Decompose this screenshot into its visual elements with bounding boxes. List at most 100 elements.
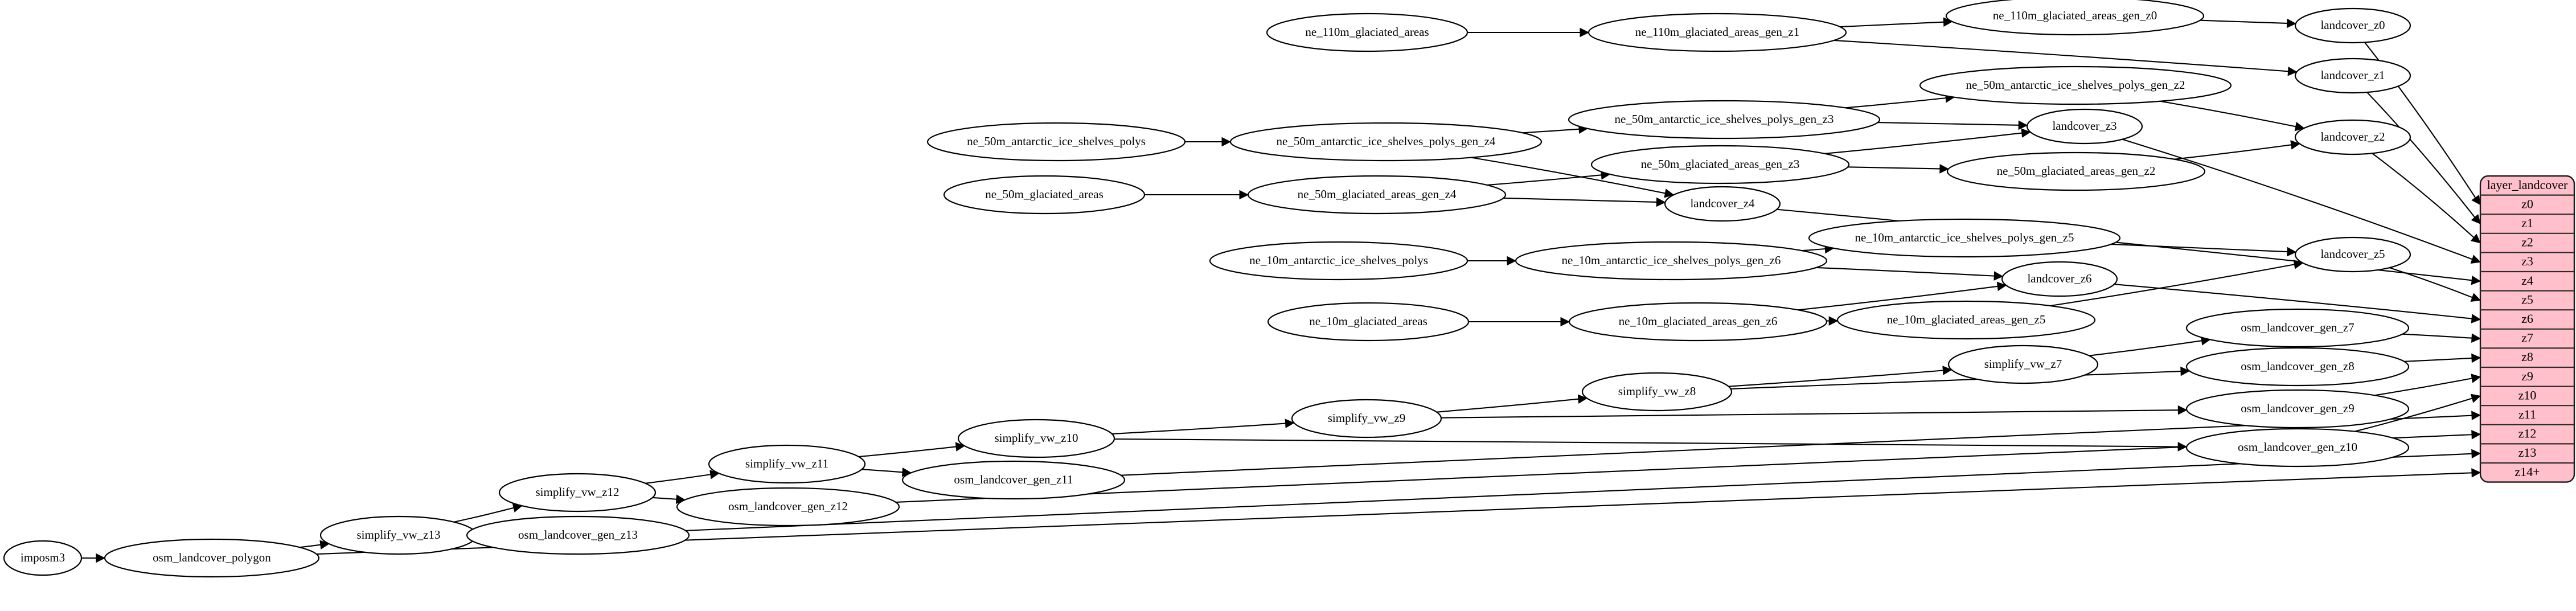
- graph-node-ne_10m_antarctic_ice_shelves_polys_gen_z6[interactable]: ne_10m_antarctic_ice_shelves_polys_gen_z…: [1515, 241, 1828, 281]
- graph-edge: [2050, 264, 2295, 307]
- graph-edge-arrowhead: [2180, 366, 2191, 376]
- graph-node-ne_50m_glaciated_areas[interactable]: ne_50m_glaciated_areas: [943, 175, 1146, 215]
- record-node-layer: layer_landcoverz0z1z2z3z4z5z6z7z8z9z10z1…: [2479, 175, 2575, 483]
- graph-node-simplify_vw_z7[interactable]: simplify_vw_z7: [1947, 345, 2099, 384]
- graph-edge: [2402, 333, 2472, 339]
- graph-edge: [862, 469, 903, 473]
- record-node-layer-landcover[interactable]: layer_landcoverz0z1z2z3z4z5z6z7z8z9z10z1…: [2479, 175, 2575, 483]
- graph-node-landcover_z5[interactable]: landcover_z5: [2294, 236, 2411, 273]
- graph-node-osm_landcover_gen_z13[interactable]: osm_landcover_gen_z13: [466, 515, 690, 555]
- graph-edge-arrowhead: [1996, 281, 2007, 292]
- graph-edge: [1114, 438, 2179, 448]
- graph-node-ne_50m_glaciated_areas_gen_z4[interactable]: ne_50m_glaciated_areas_gen_z4: [1247, 175, 1507, 215]
- graph-edge: [1816, 266, 1995, 277]
- graph-node-osm_landcover_gen_z9[interactable]: osm_landcover_gen_z9: [2185, 389, 2410, 429]
- graph-edge: [652, 497, 677, 500]
- graph-edge: [1877, 122, 2019, 126]
- graph-node-simplify_vw_z12[interactable]: simplify_vw_z12: [498, 473, 657, 512]
- graph-edge-arrowhead: [2290, 140, 2300, 150]
- graph-edge: [2372, 153, 2475, 238]
- graph-node-simplify_vw_z11[interactable]: simplify_vw_z11: [708, 444, 866, 484]
- graph-edge: [2389, 267, 2473, 298]
- graph-edge: [2114, 284, 2472, 319]
- graph-edge: [2374, 378, 2472, 396]
- graph-edge: [1111, 423, 1286, 435]
- graph-edge-arrowhead: [96, 553, 106, 563]
- graph-edge: [2122, 138, 2473, 260]
- graph-edge: [1436, 398, 1579, 413]
- graph-edge: [1441, 409, 2179, 419]
- graph-edge-arrowhead: [2471, 374, 2481, 383]
- graph-edge: [2174, 144, 2291, 160]
- graph-node-landcover_z3[interactable]: landcover_z3: [2026, 108, 2143, 145]
- graph-edge: [300, 544, 321, 548]
- graph-edge-arrowhead: [2471, 411, 2481, 420]
- graph-edge-arrowhead: [1507, 256, 1517, 266]
- graph-node-osm_landcover_polygon[interactable]: osm_landcover_polygon: [104, 538, 320, 578]
- graph-edge-arrowhead: [2471, 314, 2481, 323]
- graph-edge: [1798, 285, 1998, 311]
- graph-edge-arrowhead: [2287, 247, 2297, 257]
- graph-edge-arrowhead: [1828, 316, 1839, 326]
- graph-node-landcover_z0[interactable]: landcover_z0: [2294, 7, 2411, 44]
- graph-edge-arrowhead: [2471, 333, 2481, 343]
- graph-node-ne_110m_glaciated_areas_gen_z0[interactable]: ne_110m_glaciated_areas_gen_z0: [1945, 0, 2205, 36]
- graph-edge: [454, 507, 514, 523]
- graph-edge: [645, 474, 711, 484]
- graph-edge-arrowhead: [1993, 271, 2004, 281]
- graph-node-ne_50m_antarctic_ice_shelves_polys_gen_z4[interactable]: ne_50m_antarctic_ice_shelves_polys_gen_z…: [1229, 122, 1543, 162]
- graph-edge-arrowhead: [2471, 214, 2481, 224]
- graph-node-ne_50m_antarctic_ice_shelves_polys_gen_z3[interactable]: ne_50m_antarctic_ice_shelves_polys_gen_z…: [1568, 100, 1881, 140]
- graph-node-ne_10m_glaciated_areas[interactable]: ne_10m_glaciated_areas: [1267, 302, 1470, 342]
- graph-node-ne_50m_glaciated_areas_gen_z3[interactable]: ne_50m_glaciated_areas_gen_z3: [1590, 145, 1850, 184]
- graph-node-osm_landcover_gen_z8[interactable]: osm_landcover_gen_z8: [2185, 347, 2410, 387]
- graph-edge-arrowhead: [2471, 275, 2481, 285]
- graph-edge-arrowhead: [2471, 449, 2481, 459]
- graph-edge-arrowhead: [2021, 128, 2031, 138]
- graph-node-osm_landcover_gen_z10[interactable]: osm_landcover_gen_z10: [2185, 428, 2410, 468]
- graph-node-landcover_z4[interactable]: landcover_z4: [1664, 186, 1781, 222]
- graph-edge: [1503, 197, 1657, 203]
- graph-edge-arrowhead: [2471, 468, 2481, 478]
- graph-edge-arrowhead: [1580, 27, 1590, 38]
- graph-edge: [2089, 340, 2202, 356]
- graph-edge: [1845, 97, 1946, 109]
- graph-node-ne_50m_antarctic_ice_shelves_polys_gen_z2[interactable]: ne_50m_antarctic_ice_shelves_polys_gen_z…: [1919, 65, 2232, 105]
- graph-edge-arrowhead: [1285, 419, 1295, 428]
- graph-node-ne_50m_antarctic_ice_shelves_polys[interactable]: ne_50m_antarctic_ice_shelves_polys: [926, 122, 1186, 162]
- graph-node-landcover_z1[interactable]: landcover_z1: [2294, 58, 2411, 94]
- graph-edge-arrowhead: [1239, 190, 1249, 200]
- graph-edge: [1840, 21, 1944, 28]
- graph-node-osm_landcover_gen_z11[interactable]: osm_landcover_gen_z11: [901, 460, 1126, 500]
- graph-node-osm_landcover_gen_z12[interactable]: osm_landcover_gen_z12: [676, 487, 900, 527]
- graph-edge-arrowhead: [2470, 255, 2481, 264]
- graph-edge-arrowhead: [1942, 366, 1952, 375]
- graph-node-simplify_vw_z8[interactable]: simplify_vw_z8: [1581, 372, 1733, 412]
- graph-edge-arrowhead: [1577, 394, 1588, 404]
- graph-node-ne_10m_glaciated_areas_gen_z6[interactable]: ne_10m_glaciated_areas_gen_z6: [1568, 302, 1828, 342]
- graph-node-simplify_vw_z10[interactable]: simplify_vw_z10: [957, 419, 1115, 458]
- graph-edge: [2200, 19, 2287, 24]
- graph-edge-arrowhead: [2471, 353, 2481, 363]
- graph-edge-arrowhead: [2018, 120, 2028, 130]
- graph-node-osm_landcover_gen_z7[interactable]: osm_landcover_gen_z7: [2185, 308, 2410, 348]
- graph-edge: [858, 446, 957, 458]
- graph-edge: [1802, 248, 1826, 252]
- graph-edge-arrowhead: [2177, 442, 2188, 452]
- graph-node-ne_10m_antarctic_ice_shelves_polys_gen_z5[interactable]: ne_10m_antarctic_ice_shelves_polys_gen_z…: [1808, 218, 2121, 258]
- graph-edge: [1471, 157, 1666, 194]
- graph-node-landcover_z2[interactable]: landcover_z2: [2294, 119, 2411, 155]
- graph-node-ne_50m_glaciated_areas_gen_z2[interactable]: ne_50m_glaciated_areas_gen_z2: [1946, 151, 2206, 191]
- graph-node-ne_110m_glaciated_areas[interactable]: ne_110m_glaciated_areas: [1266, 13, 1469, 52]
- graph-node-ne_10m_glaciated_areas_gen_z5[interactable]: ne_10m_glaciated_areas_gen_z5: [1836, 300, 2096, 340]
- graph-node-simplify_vw_z9[interactable]: simplify_vw_z9: [1291, 399, 1442, 438]
- graph-node-ne_10m_antarctic_ice_shelves_polys[interactable]: ne_10m_antarctic_ice_shelves_polys: [1209, 241, 1469, 281]
- graph-node-landcover_z6[interactable]: landcover_z6: [2001, 261, 2118, 297]
- graph-node-simplify_vw_z13[interactable]: simplify_vw_z13: [319, 515, 478, 555]
- graph-edge: [1833, 39, 2288, 72]
- graph-node-imposm3[interactable]: imposm3: [3, 540, 83, 576]
- graph-node-ne_110m_glaciated_areas_gen_z1[interactable]: ne_110m_glaciated_areas_gen_z1: [1588, 13, 1847, 52]
- graph-edge: [2366, 92, 2476, 218]
